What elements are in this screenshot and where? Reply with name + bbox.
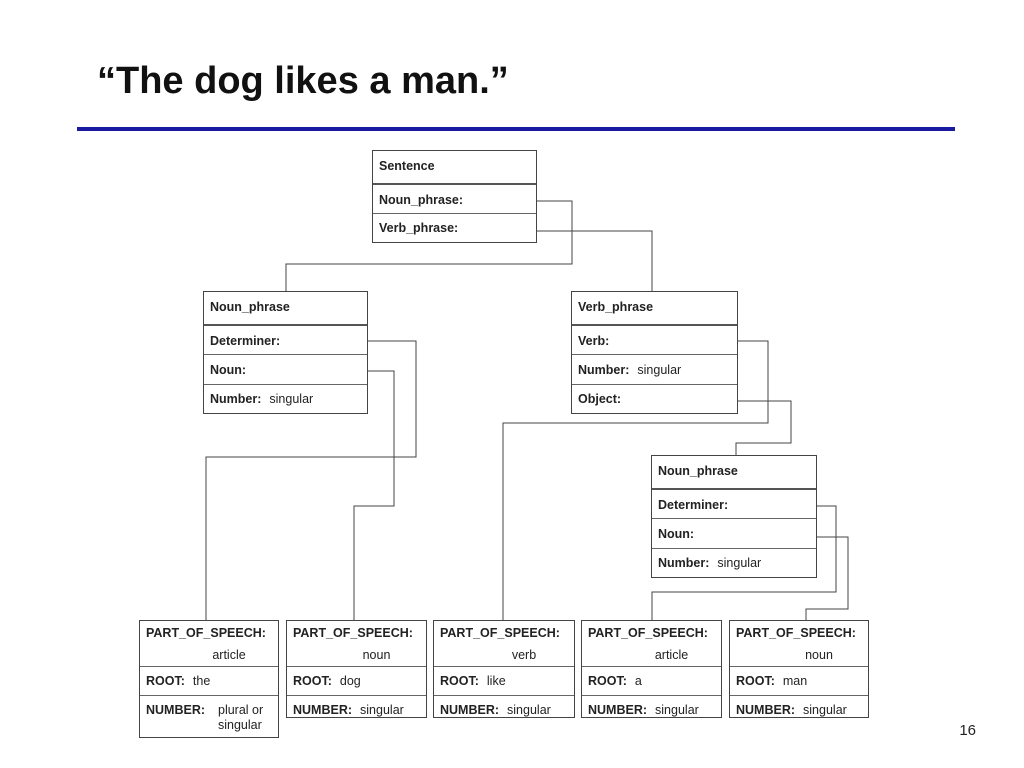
lex-number-value: singular	[803, 703, 847, 717]
lex-pos-value: article	[212, 648, 246, 662]
slot-determiner: Determiner:	[204, 324, 367, 354]
page-number: 16	[959, 722, 976, 739]
lex-pos-label: PART_OF_SPEECH:	[588, 626, 708, 640]
lex-root-label: ROOT:	[146, 674, 185, 688]
lex-number-label: NUMBER:	[588, 703, 648, 717]
lex-pos: PART_OF_SPEECH:noun	[730, 621, 868, 666]
lex-pos-value: noun	[805, 648, 833, 662]
slot-number-value: singular	[269, 392, 314, 406]
frame-header: Verb_phrase	[578, 300, 654, 314]
slot-number-value: singular	[717, 556, 762, 570]
lexicon-entry-dog: PART_OF_SPEECH:noun ROOT: dog NUMBER: sing…	[286, 620, 427, 718]
lex-pos: PART_OF_SPEECH:article	[140, 621, 278, 666]
slot-noun: Noun:	[204, 354, 367, 384]
lex-number-value: singular	[655, 703, 699, 717]
lex-root-label: ROOT:	[588, 674, 627, 688]
lex-pos-label: PART_OF_SPEECH:	[736, 626, 856, 640]
lex-root-label: ROOT:	[440, 674, 479, 688]
slot-determiner: Determiner:	[652, 488, 816, 518]
object-noun-phrase-frame: Noun_phrase Determiner: Noun: Number: sin…	[651, 455, 817, 578]
lexicon-entry-the: PART_OF_SPEECH:article ROOT: the NUMBER: p…	[139, 620, 279, 738]
lex-root-label: ROOT:	[293, 674, 332, 688]
lex-number: NUMBER: singular	[287, 695, 426, 724]
lex-pos-value: noun	[362, 648, 391, 662]
lex-root: ROOT: like	[434, 666, 574, 695]
lex-number: NUMBER: singular	[582, 695, 721, 724]
lex-number: NUMBER: plural or singular	[140, 695, 278, 737]
slot-number: Number: singular	[652, 548, 816, 577]
subject-noun-phrase-frame: Noun_phrase Determiner: Noun: Number: sin…	[203, 291, 368, 414]
slot-verb-phrase: Verb_phrase:	[373, 213, 536, 242]
lex-pos-value: verb	[511, 648, 537, 662]
lex-number-value: singular	[360, 703, 404, 717]
lex-pos-label: PART_OF_SPEECH:	[146, 626, 266, 640]
lex-number-value: plural or singular	[218, 703, 264, 732]
lex-number-label: NUMBER:	[146, 703, 206, 717]
lex-root-value: man	[782, 674, 808, 688]
verb-phrase-frame: Verb_phrase Verb: Number: singular Object…	[571, 291, 738, 414]
lexicon-entry-man: PART_OF_SPEECH:noun ROOT: man NUMBER: sing…	[729, 620, 869, 718]
lex-root-value: a	[634, 674, 642, 688]
slide-title: “The dog likes a man.”	[97, 60, 509, 102]
lex-pos-label: PART_OF_SPEECH:	[293, 626, 413, 640]
frame-header: Sentence	[379, 159, 435, 173]
slot-number-value: singular	[637, 363, 682, 377]
lex-number-value: singular	[507, 703, 551, 717]
title-divider	[77, 127, 955, 131]
lexicon-entry-like: PART_OF_SPEECH:verb ROOT: like NUMBER: sin…	[433, 620, 575, 718]
lex-root-value: the	[192, 674, 211, 688]
link-sentence-vp	[517, 230, 653, 291]
link-np2-det	[651, 505, 837, 620]
lex-root: ROOT: a	[582, 666, 721, 695]
frame-header: Noun_phrase	[658, 464, 738, 478]
lex-pos-value: article	[654, 648, 689, 662]
slot-number-label: Number:	[578, 363, 630, 377]
lex-root: ROOT: dog	[287, 666, 426, 695]
lex-pos: PART_OF_SPEECH:noun	[287, 621, 426, 666]
lex-root-value: like	[486, 674, 506, 688]
lex-number: NUMBER: singular	[730, 695, 868, 724]
frame-header: Noun_phrase	[210, 300, 290, 314]
link-np2-noun	[797, 536, 849, 620]
lex-pos: PART_OF_SPEECH:verb	[434, 621, 574, 666]
link-np1-noun	[345, 370, 395, 620]
slot-number: Number: singular	[572, 354, 737, 384]
lex-root: ROOT: man	[730, 666, 868, 695]
lex-root-value: dog	[339, 674, 361, 688]
slot-noun-phrase: Noun_phrase:	[373, 183, 536, 213]
lex-number-label: NUMBER:	[736, 703, 796, 717]
link-np1-det	[205, 340, 417, 620]
link-vp-verb	[502, 340, 769, 620]
slot-noun: Noun:	[652, 518, 816, 548]
link-sentence-np	[285, 200, 573, 291]
sentence-frame: Sentence Noun_phrase: Verb_phrase:	[372, 150, 537, 243]
lex-root-label: ROOT:	[736, 674, 775, 688]
lex-number-label: NUMBER:	[293, 703, 353, 717]
lex-pos: PART_OF_SPEECH:article	[582, 621, 721, 666]
lex-root: ROOT: the	[140, 666, 278, 695]
slot-number: Number: singular	[204, 384, 367, 413]
lex-number-label: NUMBER:	[440, 703, 500, 717]
lex-number: NUMBER: singular	[434, 695, 574, 724]
slot-number-label: Number:	[210, 392, 262, 406]
slot-number-label: Number:	[658, 556, 710, 570]
lex-pos-label: PART_OF_SPEECH:	[440, 626, 560, 640]
link-vp-object	[715, 400, 792, 455]
slot-object: Object:	[572, 384, 737, 413]
lexicon-entry-a: PART_OF_SPEECH:article ROOT: a NUMBER: sin…	[581, 620, 722, 718]
slot-verb: Verb:	[572, 324, 737, 354]
